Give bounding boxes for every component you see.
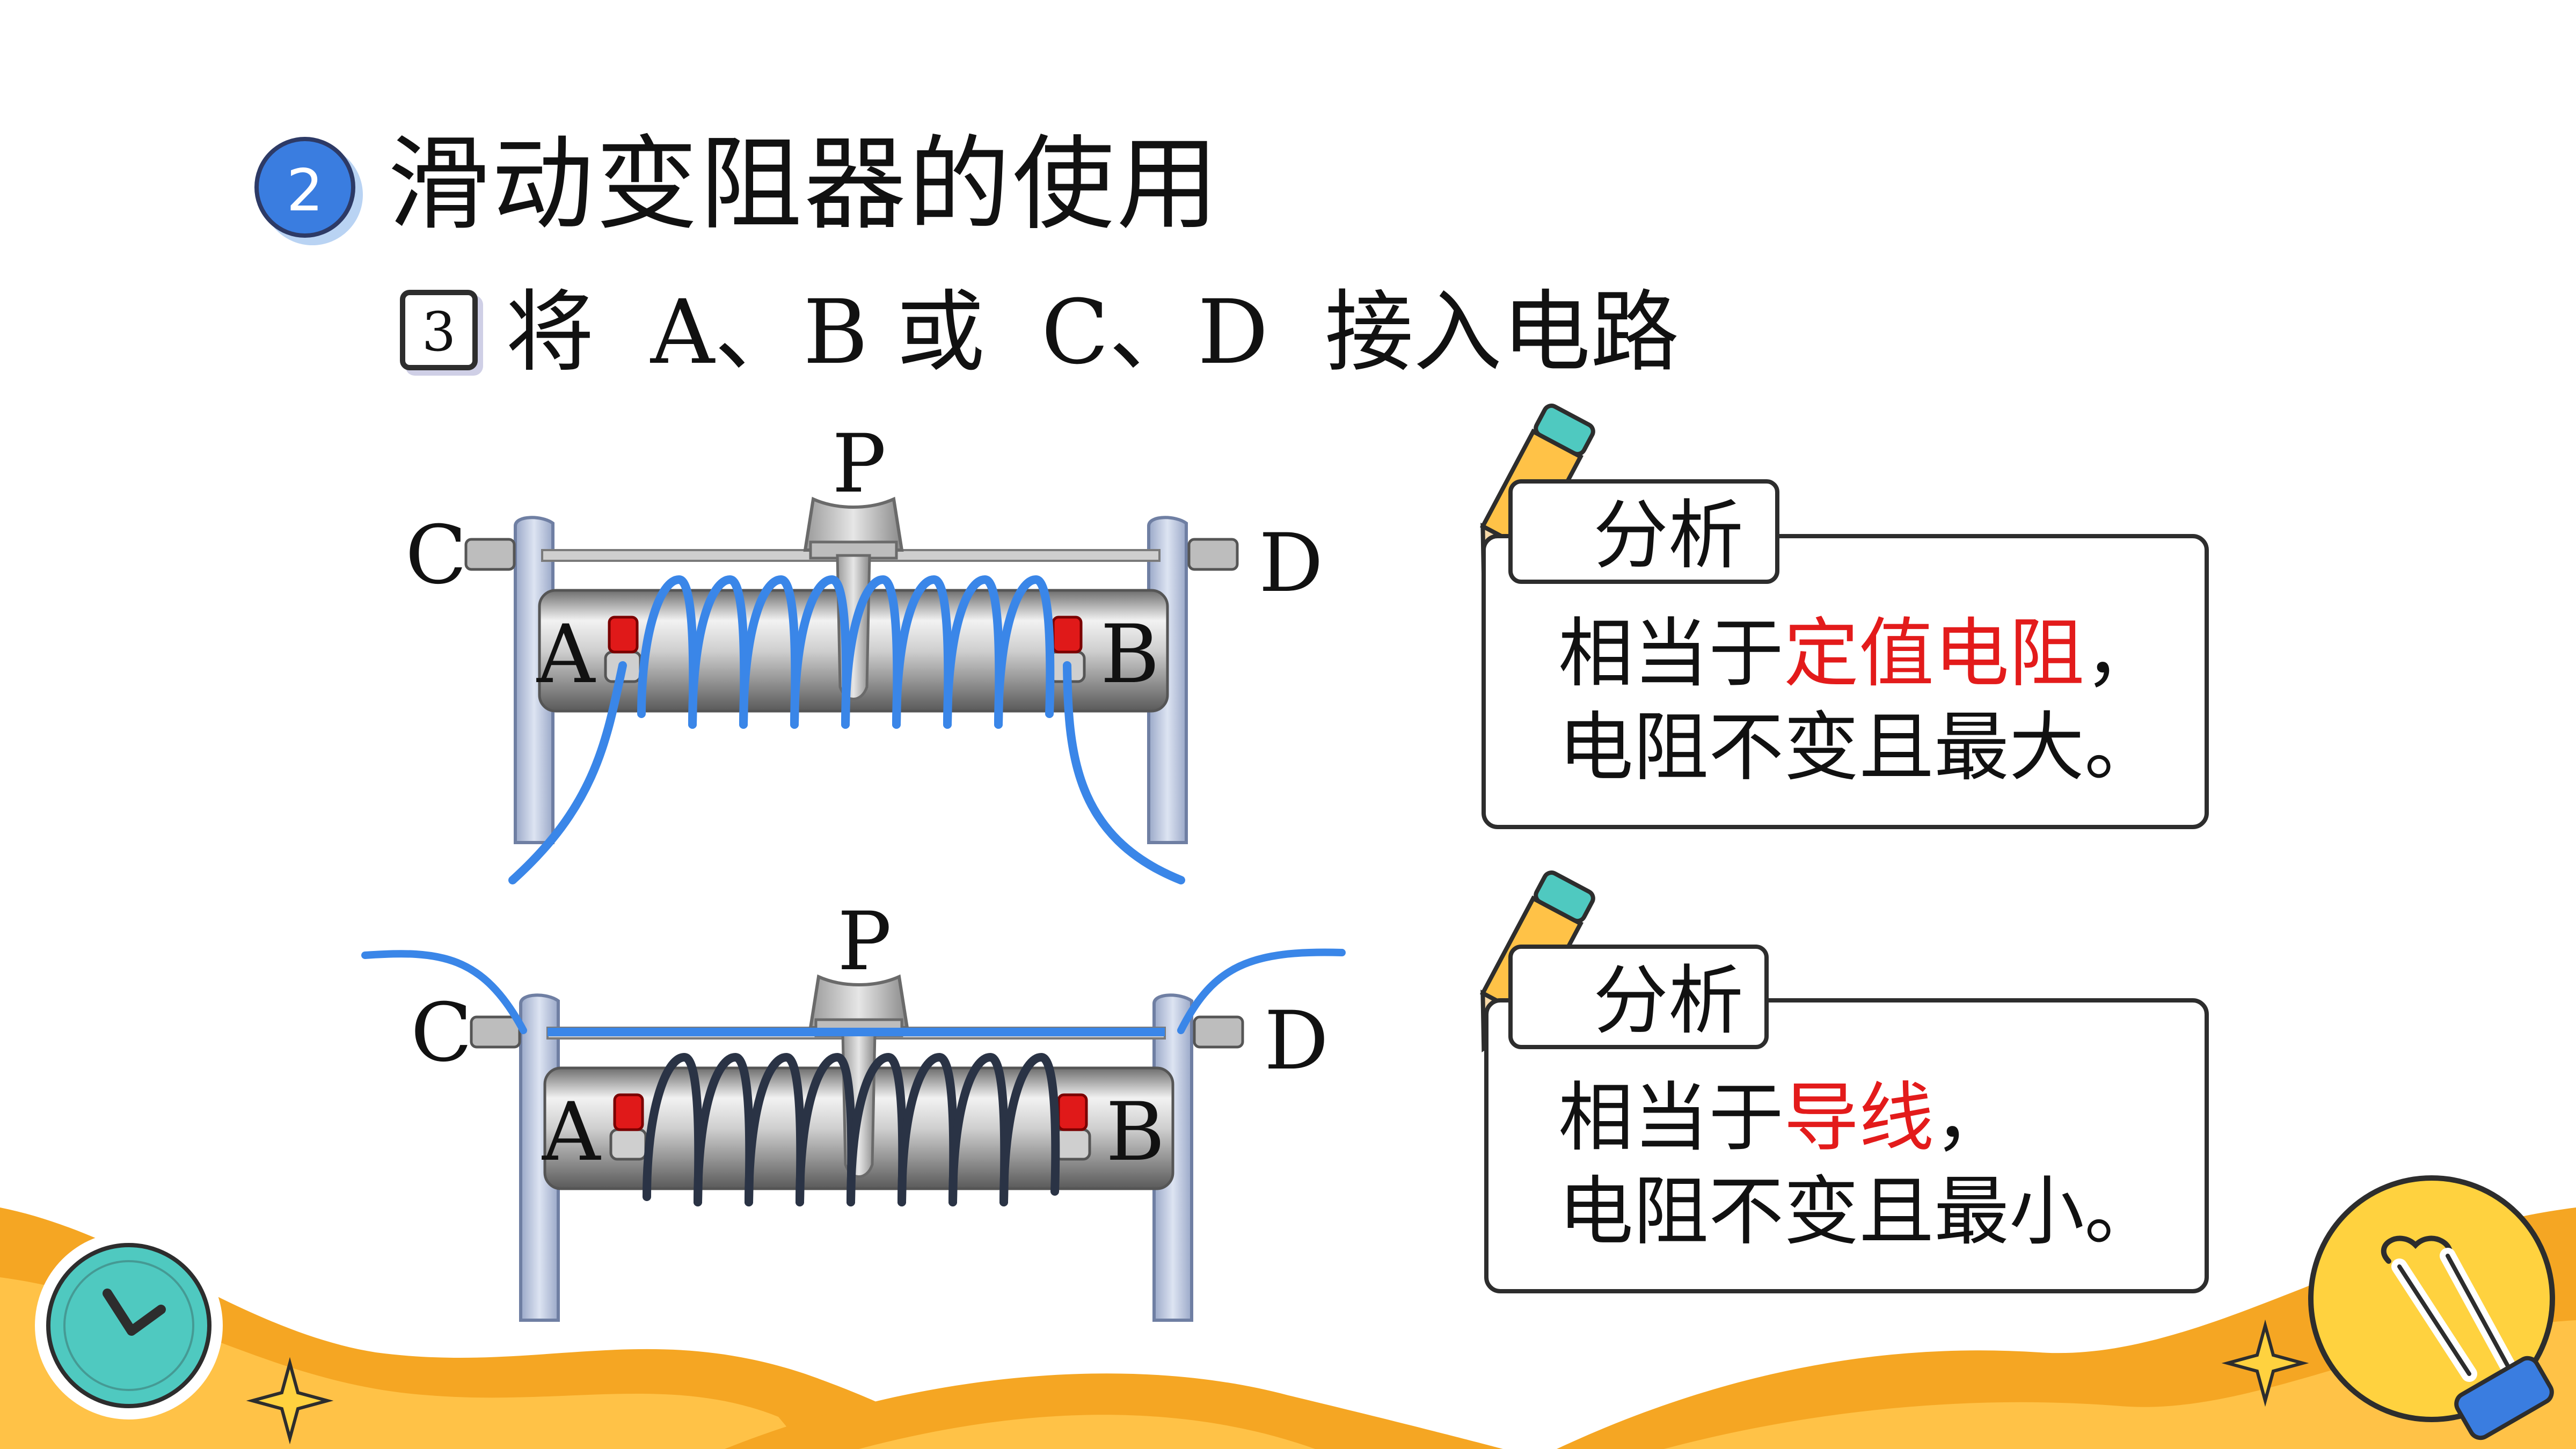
sparkle-right — [2221, 1319, 2309, 1407]
rheostat-top — [466, 499, 1237, 884]
analysis-tab-top: 分析 — [1508, 479, 1779, 584]
wire-b-top — [1063, 661, 1185, 884]
clock-icon — [35, 1232, 223, 1419]
page-title: 滑动变阻器的使用 — [388, 125, 1221, 244]
label-d-top: D — [1259, 517, 1324, 610]
label-d-bottom: D — [1264, 994, 1329, 1088]
label-b-bottom: B — [1106, 1086, 1165, 1179]
wire-c-bottom — [361, 950, 527, 1034]
coil-top — [637, 575, 1055, 729]
lightbulb-icon — [2308, 1175, 2555, 1440]
analysis-box-bottom: 相当于导线， 电阻不变且最小。 — [1484, 998, 2209, 1293]
bar-wire-bottom — [548, 1028, 1165, 1036]
step-number-badge: 3 — [400, 290, 478, 370]
analysis-top-line1: 相当于定值电阻， — [1558, 610, 2160, 698]
label-p-bottom: P — [837, 895, 892, 989]
analysis-bottom-line2: 电阻不变且最小。 — [1558, 1168, 2160, 1256]
label-b-top: B — [1100, 608, 1160, 701]
label-c-bottom: C — [411, 986, 472, 1080]
label-p-top: P — [832, 418, 886, 511]
analysis-bottom-line1: 相当于导线， — [1558, 1074, 2010, 1162]
label-a-top: A — [537, 608, 595, 701]
section-number: 2 — [286, 157, 324, 224]
highlight-term-bottom: 导线 — [1784, 1074, 1935, 1162]
wire-a-top — [508, 661, 627, 884]
sparkle-left — [246, 1357, 334, 1445]
coil-bottom — [643, 1052, 1060, 1206]
step-text: 将 A、B 或 C、D 接入电路 — [506, 281, 1680, 384]
label-a-bottom: A — [542, 1086, 601, 1179]
analysis-top-line2: 电阻不变且最大。 — [1558, 704, 2160, 792]
rheostat-bottom — [361, 948, 1346, 1320]
highlight-term-top: 定值电阻 — [1784, 610, 2085, 698]
bottom-wave-middle — [725, 1373, 1503, 1449]
section-number-badge: 2 — [254, 137, 355, 238]
label-c-top: C — [405, 509, 467, 602]
analysis-tab-bottom: 分析 — [1508, 945, 1769, 1049]
wire-d-bottom — [1177, 948, 1346, 1034]
step-number: 3 — [421, 301, 456, 363]
